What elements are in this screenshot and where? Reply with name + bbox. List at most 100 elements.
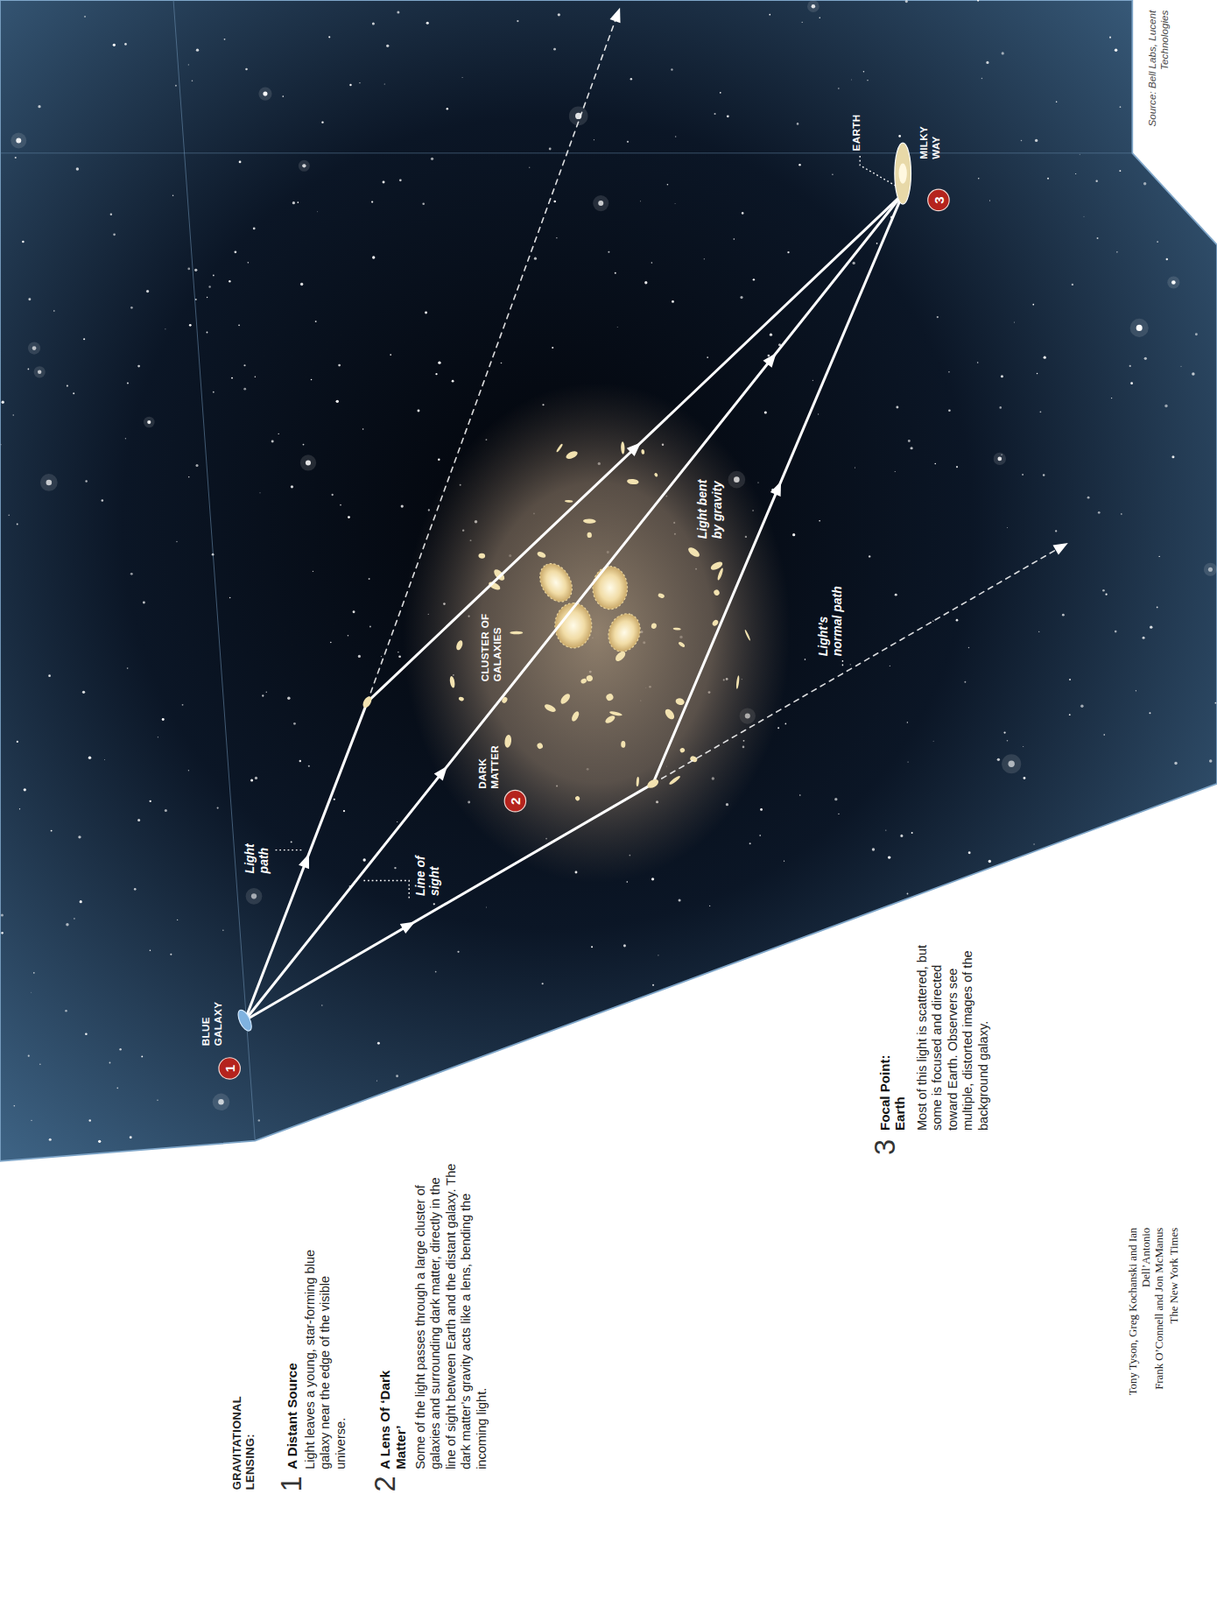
star	[164, 808, 168, 812]
star	[371, 200, 373, 203]
star	[752, 278, 755, 281]
cluster-galaxy	[663, 707, 676, 721]
star	[1191, 372, 1195, 375]
star	[0, 931, 4, 935]
star	[1074, 933, 1077, 936]
star	[1174, 1127, 1178, 1132]
star-glow	[40, 473, 58, 492]
star	[956, 619, 959, 622]
star	[907, 721, 908, 723]
star	[262, 91, 268, 97]
cluster-galaxy	[640, 449, 646, 455]
star	[172, 194, 175, 197]
star	[302, 163, 306, 168]
step-heading: A Distant Source	[284, 1234, 300, 1470]
cluster-galaxy	[679, 746, 686, 753]
cluster-galaxy	[609, 710, 623, 717]
star	[811, 1077, 814, 1080]
arrowhead	[626, 442, 641, 457]
star	[8, 514, 10, 516]
star	[876, 242, 879, 245]
cluster-galaxy	[675, 696, 686, 706]
star	[1022, 745, 1025, 747]
blue-galaxy	[235, 1007, 254, 1033]
star	[868, 555, 871, 557]
star-glow	[143, 416, 155, 429]
star	[713, 112, 716, 115]
star	[290, 840, 293, 843]
star	[616, 325, 619, 328]
star	[382, 180, 386, 183]
star	[137, 365, 141, 368]
milky-way-core	[898, 162, 907, 183]
star	[894, 471, 896, 472]
star	[800, 1134, 803, 1138]
star	[818, 520, 821, 522]
star-glow	[846, 1134, 861, 1149]
star	[300, 282, 303, 286]
path-label: Light’s normal path	[816, 572, 845, 657]
star	[1118, 1122, 1121, 1125]
star	[169, 953, 172, 956]
star	[1042, 473, 1045, 476]
star	[1000, 374, 1004, 378]
star	[597, 200, 604, 206]
star	[396, 821, 398, 823]
star	[450, 1106, 456, 1112]
star	[936, 316, 939, 318]
star	[709, 905, 711, 907]
star	[1129, 365, 1132, 367]
star	[726, 114, 730, 118]
box-edge	[173, 0, 255, 1141]
star	[963, 681, 966, 683]
star	[1069, 858, 1073, 862]
star	[787, 251, 789, 254]
box-edge	[0, 152, 1133, 154]
star	[894, 593, 898, 597]
path-label: Light bent by gravity	[696, 464, 725, 539]
star	[1095, 179, 1098, 182]
star	[161, 717, 165, 721]
star	[1173, 1146, 1176, 1150]
star	[189, 323, 192, 327]
star	[451, 379, 455, 383]
star	[670, 68, 673, 71]
star	[1208, 928, 1211, 931]
star	[211, 553, 215, 556]
cluster-galaxy	[574, 794, 581, 802]
star-glow	[592, 195, 609, 212]
star	[112, 43, 116, 47]
star	[424, 311, 428, 315]
star	[315, 320, 317, 323]
star	[590, 945, 593, 948]
cluster-galaxy	[592, 566, 628, 610]
star	[16, 523, 19, 526]
star	[84, 479, 87, 482]
star-glow	[445, 1102, 460, 1117]
star	[553, 200, 556, 204]
star	[130, 572, 134, 576]
path-label: Line of sight	[413, 842, 443, 896]
source-note: Source: Bell Labs, Lucent Technologies	[1146, 10, 1172, 143]
star	[156, 1098, 159, 1101]
star	[767, 354, 771, 358]
star	[551, 346, 554, 349]
star	[887, 855, 891, 859]
star	[541, 982, 544, 985]
star-glow	[1130, 318, 1149, 338]
star	[757, 482, 759, 484]
cluster-galaxy	[555, 443, 564, 453]
star	[1104, 928, 1108, 932]
star	[1103, 733, 1105, 736]
star	[422, 202, 425, 205]
star	[1208, 567, 1213, 572]
star	[297, 201, 300, 204]
star	[1075, 173, 1077, 175]
star	[175, 541, 177, 542]
star	[389, 353, 392, 356]
cluster-galaxy	[586, 532, 592, 539]
step-heading: Focal Point: Earth	[877, 1018, 908, 1131]
star	[1083, 215, 1085, 218]
star	[866, 79, 868, 81]
star	[147, 420, 151, 424]
